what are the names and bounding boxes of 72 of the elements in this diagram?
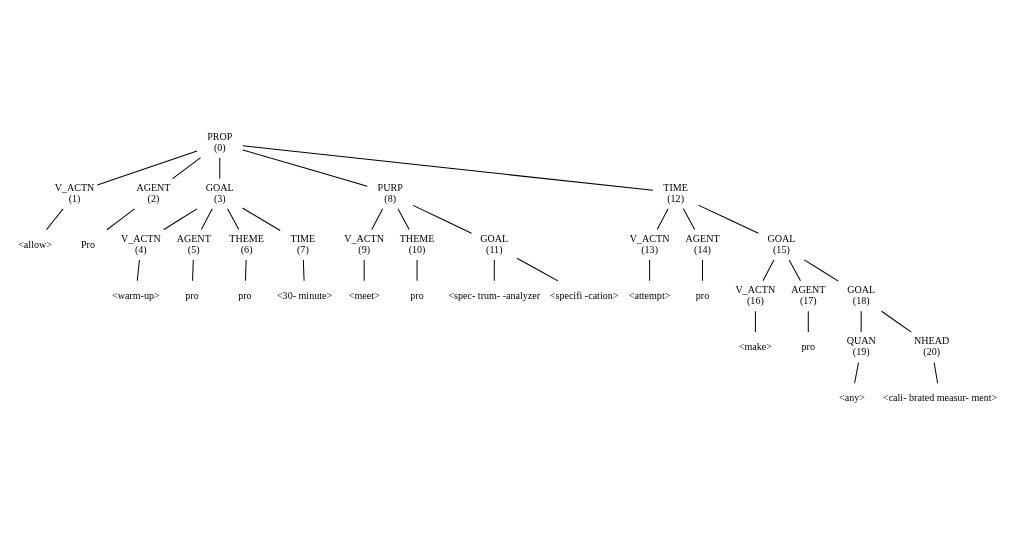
node-text: <30- minute> xyxy=(276,289,333,301)
connector xyxy=(46,208,64,231)
connector xyxy=(656,208,669,231)
connector xyxy=(682,208,696,231)
connector xyxy=(412,204,472,234)
node-text: <spec- trum- -analyzer xyxy=(448,289,541,301)
node-text: TIME (7) xyxy=(290,233,316,255)
connector xyxy=(241,207,281,232)
node-text: V_ACTN (16) xyxy=(735,284,776,307)
connector xyxy=(807,310,809,333)
connector xyxy=(172,157,202,180)
node-text: V_ACTN (4) xyxy=(121,233,161,255)
connector xyxy=(516,257,559,282)
node-text: GOAL (18) xyxy=(847,284,876,307)
connector xyxy=(192,259,194,282)
node-text: Pro xyxy=(80,238,95,250)
connector xyxy=(933,362,939,384)
node-text: pro xyxy=(410,289,424,301)
node-text: <cali- brated measur- ment> xyxy=(882,392,998,404)
connector xyxy=(106,208,135,231)
node-text: pro xyxy=(695,289,710,301)
node-text: TIME (12) xyxy=(663,181,688,204)
node-text: <any> xyxy=(839,392,865,404)
node-text: AGENT (17) xyxy=(791,284,826,307)
node-text: AGENT (14) xyxy=(685,233,720,255)
connector xyxy=(397,208,410,231)
connector xyxy=(754,310,756,333)
connector xyxy=(200,208,213,231)
node-text: <warm-up> xyxy=(111,289,160,301)
node-text: QUAN (19) xyxy=(846,335,876,358)
node-text: V_ACTN (9) xyxy=(344,233,385,255)
node-text: V_ACTN (13) xyxy=(629,233,670,255)
connector xyxy=(242,145,654,191)
connector xyxy=(493,259,495,282)
connector xyxy=(363,259,365,282)
connector xyxy=(136,259,140,282)
connector xyxy=(702,259,703,282)
connector xyxy=(697,204,759,234)
node-text: V_ACTN (1) xyxy=(54,181,95,204)
node-text: GOAL (15) xyxy=(767,233,796,255)
connector xyxy=(227,208,240,231)
node-text: pro xyxy=(801,340,815,352)
node-text: <make> xyxy=(738,340,772,352)
connector xyxy=(163,208,198,231)
connector xyxy=(244,259,247,282)
connector xyxy=(302,259,305,282)
connector xyxy=(242,149,368,187)
connector xyxy=(860,310,862,333)
connector xyxy=(219,157,221,179)
node-text: PROP (0) xyxy=(207,130,233,153)
node-text: <specifi -cation> xyxy=(549,289,619,301)
node-text: AGENT (5) xyxy=(176,233,211,255)
connector xyxy=(96,150,198,186)
node-text: AGENT (2) xyxy=(136,181,171,204)
node-text: THEME (6) xyxy=(229,233,264,255)
connector xyxy=(649,259,651,282)
node-text: pro xyxy=(185,289,199,301)
node-text: <attempt> xyxy=(628,289,671,301)
connector xyxy=(854,362,859,384)
node-text: NHEAD (20) xyxy=(914,335,950,358)
node-text: THEME (10) xyxy=(399,233,435,255)
node-text: <meet> xyxy=(348,289,380,301)
connector xyxy=(371,208,384,231)
connector xyxy=(762,259,775,282)
node-text: <allow> xyxy=(18,238,52,250)
connector xyxy=(788,259,801,282)
connector xyxy=(881,310,912,333)
node-text: GOAL (11) xyxy=(480,233,509,255)
node-text: GOAL (3) xyxy=(205,181,234,204)
node-text: PURP (8) xyxy=(377,181,403,204)
connector xyxy=(803,259,839,282)
node-text: pro xyxy=(238,289,252,301)
